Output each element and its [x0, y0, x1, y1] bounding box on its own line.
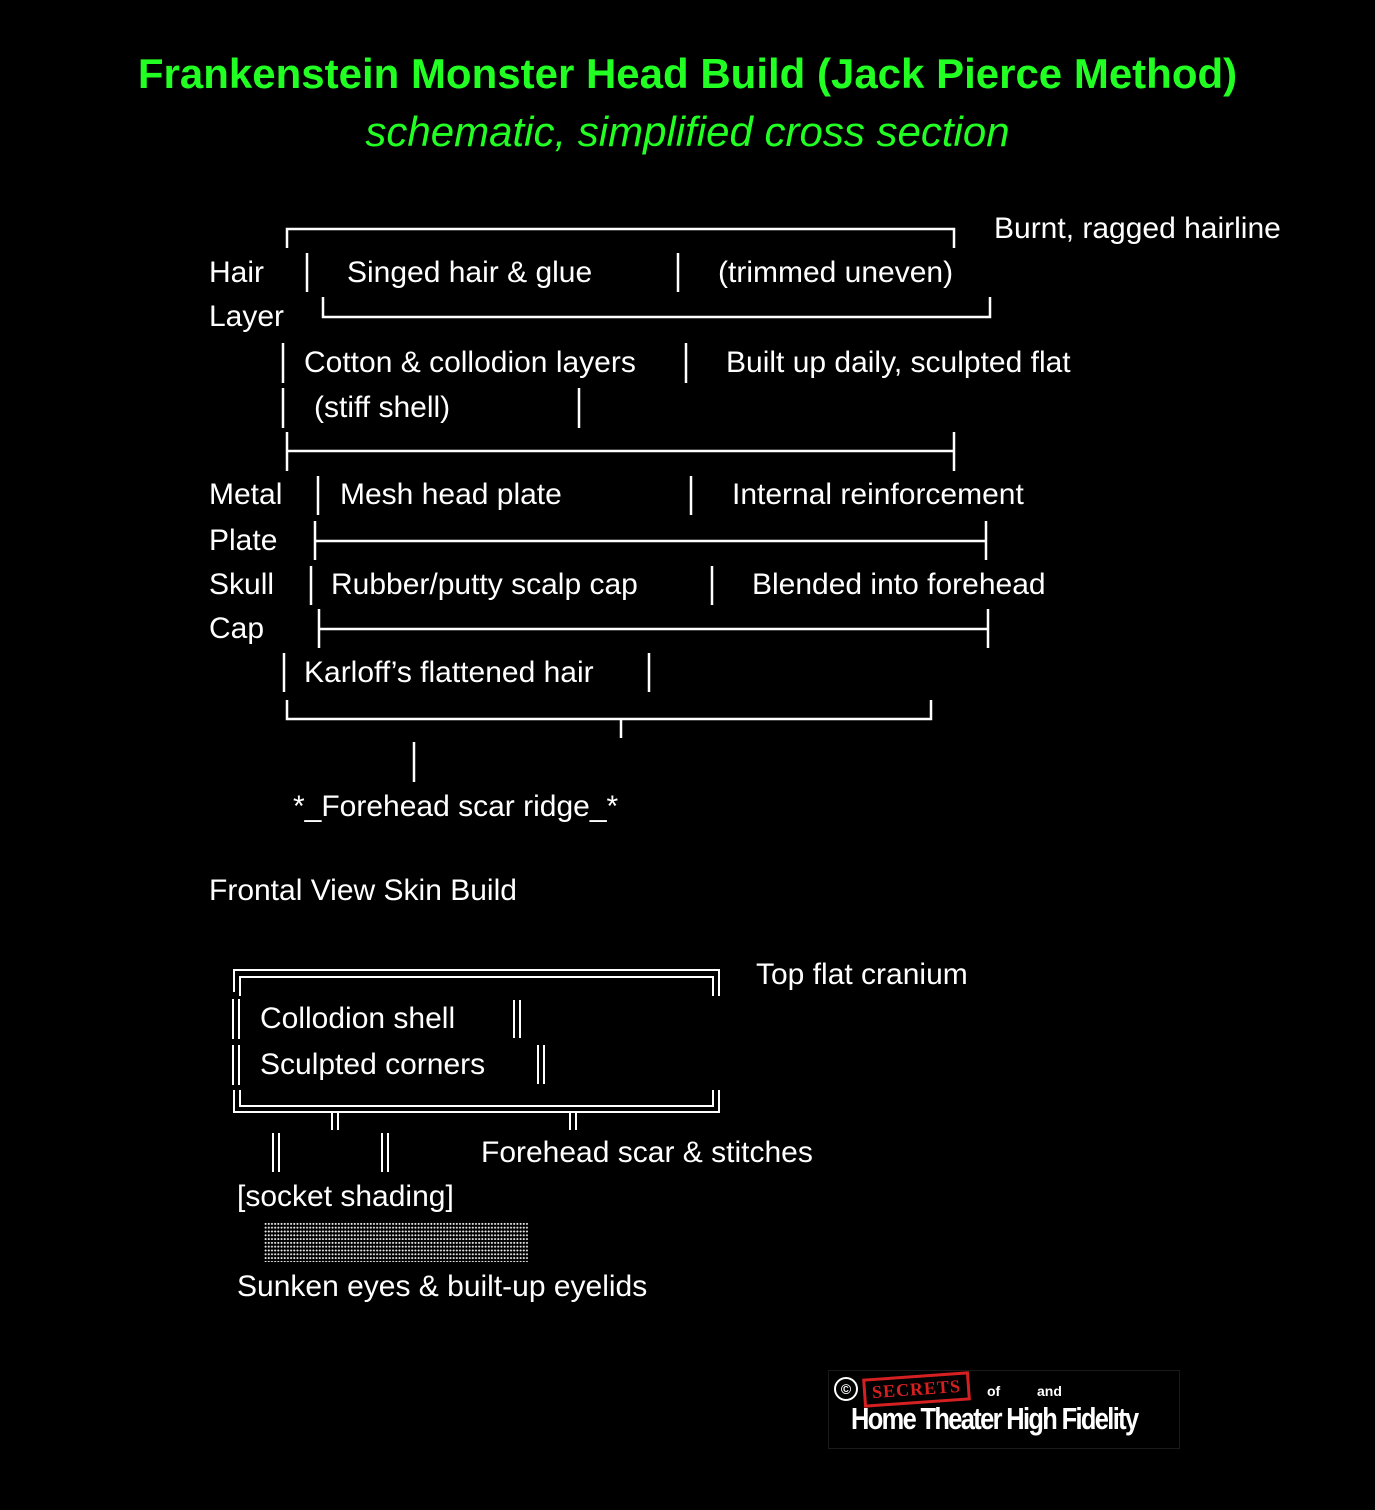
forehead-scar-stitches: Forehead scar & stitches [481, 1136, 813, 1169]
hair-layer-content: Singed hair & glue [347, 256, 593, 289]
collodion-note: Built up daily, sculpted flat [726, 346, 1071, 379]
metal-plate-content: Mesh head plate [340, 478, 562, 511]
diagram-title: Frankenstein Monster Head Build (Jack Pi… [137, 50, 1238, 97]
socket-shading-label: [socket shading] [237, 1180, 454, 1213]
top-flat-cranium: Top flat cranium [756, 958, 968, 991]
collodion-content-line2: (stiff shell) [314, 391, 451, 424]
logo-of: of [987, 1383, 1001, 1399]
metal-plate-note: Internal reinforcement [732, 478, 1024, 511]
diagram-subtitle: schematic, simplified cross section [365, 108, 1010, 155]
side-label-cap: Cap [209, 612, 265, 645]
side-label-hair: Hair [209, 256, 265, 289]
hairline-annotation: Burnt, ragged hairline [994, 212, 1281, 245]
logo-and: and [1037, 1383, 1062, 1399]
karloff-content: Karloff’s flattened hair [304, 656, 594, 689]
side-label-skull: Skull [209, 568, 275, 601]
skull-cap-content: Rubber/putty scalp cap [331, 568, 638, 601]
skull-cap-note: Blended into forehead [752, 568, 1046, 601]
hair-layer-note: (trimmed uneven) [718, 256, 954, 289]
forehead-scar-ridge: *_Forehead scar ridge_* [293, 790, 619, 823]
socket-shading-pattern [264, 1222, 528, 1262]
logo-name: Home Theater High Fidelity [851, 1401, 1139, 1436]
frontal-view-heading: Frontal View Skin Build [209, 874, 517, 907]
collodion-content: Cotton & collodion layers [304, 346, 636, 379]
secrets-logo: © SECRETS of and Home Theater High Fidel… [828, 1370, 1180, 1449]
eyes-caption: Sunken eyes & built-up eyelids [237, 1270, 648, 1303]
side-label-plate: Plate [209, 524, 278, 557]
side-label-metal: Metal [209, 478, 283, 511]
box-line-sculpted: Sculpted corners [260, 1048, 486, 1081]
side-label-layer: Layer [209, 300, 285, 333]
copyright-icon: © [834, 1377, 858, 1401]
box-line-collodion: Collodion shell [260, 1002, 456, 1035]
